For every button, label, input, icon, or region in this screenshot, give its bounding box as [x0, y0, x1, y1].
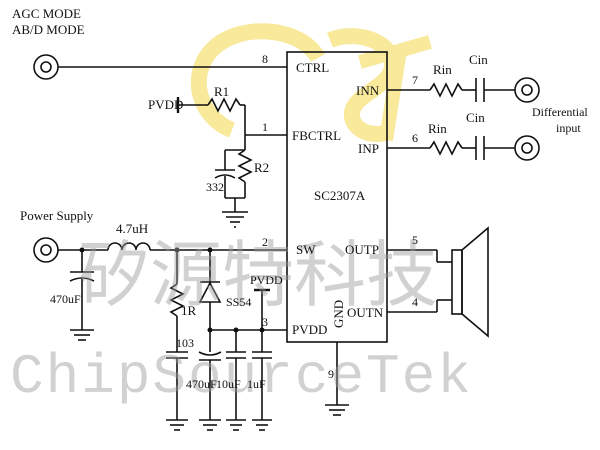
pin-outn-label: OUTN [347, 305, 384, 320]
pin-ctrl-label: CTRL [296, 60, 329, 75]
diode-ss54 [198, 250, 222, 333]
agc-connector [33, 54, 287, 80]
pin-number-pvdd: 3 [262, 315, 268, 329]
rin-top-label: Rin [433, 62, 452, 77]
pvdd-mid-label: PVDD [250, 273, 283, 287]
pin-number-outn: 4 [412, 295, 418, 309]
pin-sw-label: SW [296, 242, 316, 257]
cst-logo-watermark [190, 23, 432, 142]
diode-label: SS54 [226, 295, 251, 309]
fbctrl-network [176, 97, 287, 228]
r-1r-label: 1R [181, 303, 197, 318]
pin-number-gnd: 9 [328, 367, 334, 381]
r1-label: R1 [214, 84, 229, 99]
inductor-label: 4.7uH [116, 221, 148, 236]
cap-470uf-left-label: 470uF [50, 292, 81, 306]
inn-input-network [387, 77, 540, 103]
ic-gnd-pin [325, 342, 349, 416]
cap-10uf-label: 10uF [216, 377, 241, 391]
cap-470uf-bottom [198, 351, 222, 431]
pin-outp-label: OUTP [345, 242, 379, 257]
differential-label: Differential [532, 105, 588, 119]
rin-bottom-label: Rin [428, 121, 447, 136]
pin-inn-label: INN [356, 83, 380, 98]
pin-number-inn: 7 [412, 73, 418, 87]
input-label: input [556, 121, 581, 135]
pin-number-sw: 2 [262, 235, 268, 249]
inp-input-network [387, 135, 540, 161]
pin-number-fbctrl: 1 [262, 120, 268, 134]
cap-10uf [226, 351, 246, 431]
pin-gnd-label: GND [331, 300, 346, 328]
cin-bottom-label: Cin [466, 110, 485, 125]
pin-number-inp: 6 [412, 131, 418, 145]
pin-fbctrl-label: FBCTRL [292, 128, 341, 143]
power-supply-label: Power Supply [20, 208, 94, 223]
r2-label: R2 [254, 160, 269, 175]
cap-470uf-bottom-label: 470uF [186, 377, 217, 391]
power-supply-connector [33, 237, 287, 263]
cin-top-label: Cin [469, 52, 488, 67]
pin-number-outp: 5 [412, 233, 418, 247]
pin-inp-label: INP [358, 141, 379, 156]
pvdd-bus [209, 288, 287, 352]
pvdd-top-label: PVDD [148, 97, 183, 112]
pin-pvdd-label: PVDD [292, 322, 327, 337]
chip-name: SC2307A [314, 188, 366, 203]
speaker-output [387, 226, 489, 338]
abd-mode-label: AB/D MODE [12, 22, 85, 37]
cap-1uf [252, 351, 272, 431]
watermark-english: ChipSourceTek [10, 345, 473, 409]
agc-mode-label: AGC MODE [12, 6, 81, 21]
c332-label: 332 [206, 180, 224, 194]
snubber-network [166, 250, 188, 431]
cap-470uf-left [69, 250, 95, 341]
cap-1uf-label: 1uF [247, 377, 266, 391]
pin-number-ctrl: 8 [262, 52, 268, 66]
watermark-chinese: 矽源特科技 [78, 233, 438, 317]
r-103-label: 103 [176, 336, 194, 350]
